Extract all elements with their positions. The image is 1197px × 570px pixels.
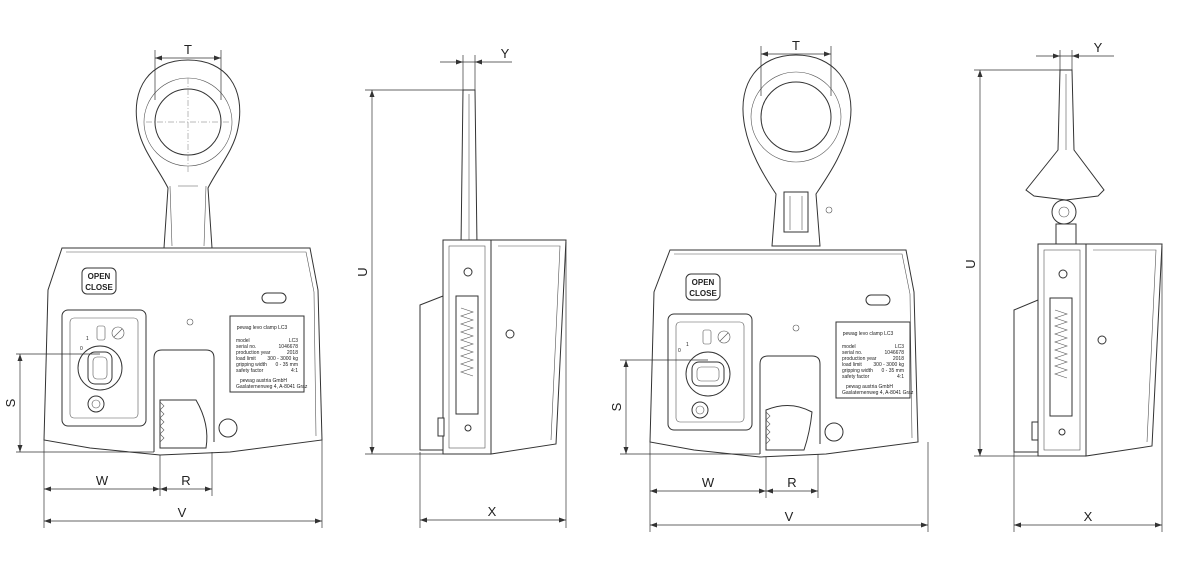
- dim-label-u: U: [355, 267, 370, 276]
- dim-label-r: R: [181, 473, 190, 488]
- dim-label-t-2: T: [792, 38, 800, 53]
- lever-mark-closed-2: 0: [678, 348, 681, 354]
- dim-label-v: V: [178, 505, 187, 520]
- dim-label-w: W: [96, 473, 109, 488]
- dim-label-t: T: [184, 42, 192, 57]
- dim-label-v-2: V: [785, 509, 794, 524]
- lever-mark-open: 1: [86, 336, 89, 342]
- svg-text:serial no.: serial no.: [842, 350, 862, 356]
- dim-label-u-2: U: [963, 259, 978, 268]
- svg-text:load limit: load limit: [236, 356, 256, 362]
- svg-text:0 - 35 mm: 0 - 35 mm: [275, 362, 298, 368]
- svg-text:model: model: [842, 344, 856, 350]
- lever-mark-open-2: 1: [686, 342, 689, 348]
- svg-text:gripping width: gripping width: [236, 362, 267, 368]
- side-jaw-2: [1085, 243, 1163, 457]
- svg-text:300 - 3000 kg: 300 - 3000 kg: [873, 362, 904, 368]
- svg-text:load limit: load limit: [842, 362, 862, 368]
- dimension-lines: T Y U X S W R V: [3, 38, 1163, 532]
- dim-label-y-2: Y: [1094, 40, 1103, 55]
- shackle-hole-open: [760, 81, 832, 153]
- side-view-closed: [419, 89, 567, 455]
- svg-text:4:1: 4:1: [291, 368, 298, 374]
- side-jaw: [490, 239, 567, 455]
- svg-text:Gaslaternenweg 4, A-8041 Graz: Gaslaternenweg 4, A-8041 Graz: [236, 384, 308, 390]
- data-plate: pewag levo clamp LC3 model LC3 serial no…: [229, 315, 308, 393]
- svg-text:serial no.: serial no.: [236, 344, 256, 350]
- close-label-2: CLOSE: [689, 289, 717, 298]
- svg-text:LC3: LC3: [895, 344, 904, 350]
- data-plate-2: pewag levo clamp LC3 model LC3 serial no…: [835, 321, 914, 399]
- svg-text:pewag austria GmbH: pewag austria GmbH: [240, 378, 287, 384]
- svg-text:model: model: [236, 338, 250, 344]
- plate-title: pewag levo clamp LC3: [237, 325, 288, 331]
- lever-mark-closed: 0: [80, 346, 83, 352]
- svg-text:Gaslaternenweg 4, A-8041 Graz: Gaslaternenweg 4, A-8041 Graz: [842, 390, 914, 396]
- svg-text:0 - 35 mm: 0 - 35 mm: [881, 368, 904, 374]
- close-label: CLOSE: [85, 283, 113, 292]
- open-close-button[interactable]: OPEN CLOSE: [81, 267, 117, 295]
- svg-text:gripping width: gripping width: [842, 368, 873, 374]
- open-close-button-2[interactable]: OPEN CLOSE: [685, 273, 721, 301]
- dim-label-s-2: S: [609, 402, 624, 411]
- dim-label-x: X: [488, 504, 497, 519]
- cam-segment: [159, 399, 208, 449]
- front-view-closed: OPEN CLOSE 0 1 pewag levo clamp LC3 mode…: [43, 59, 323, 456]
- handle-side: [1025, 69, 1105, 201]
- cam-segment-2: [765, 405, 813, 451]
- svg-text:pewag austria GmbH: pewag austria GmbH: [846, 384, 893, 390]
- svg-text:300 - 3000 kg: 300 - 3000 kg: [267, 356, 298, 362]
- svg-text:1046678: 1046678: [279, 344, 299, 350]
- dim-label-w-2: W: [702, 475, 715, 490]
- front-view-open: OPEN CLOSE 1 0 pewag levo clamp LC3 mode…: [649, 54, 919, 458]
- svg-text:1046678: 1046678: [885, 350, 905, 356]
- lift-bar: [783, 191, 809, 233]
- svg-text:production year: production year: [842, 356, 877, 362]
- dim-label-x-2: X: [1084, 509, 1093, 524]
- svg-text:2018: 2018: [893, 356, 904, 362]
- dim-label-s: S: [3, 398, 18, 407]
- side-view-open: [1013, 69, 1163, 457]
- svg-text:2018: 2018: [287, 350, 298, 356]
- slot: [261, 292, 287, 304]
- dim-label-r-2: R: [787, 475, 796, 490]
- dim-label-y: Y: [501, 46, 510, 61]
- plate-title-2: pewag levo clamp LC3: [843, 331, 894, 337]
- svg-text:safety factor: safety factor: [842, 374, 870, 380]
- svg-text:4:1: 4:1: [897, 374, 904, 380]
- open-label-2: OPEN: [692, 278, 715, 287]
- open-label: OPEN: [88, 272, 111, 281]
- svg-text:LC3: LC3: [289, 338, 298, 344]
- svg-text:safety factor: safety factor: [236, 368, 264, 374]
- svg-text:production year: production year: [236, 350, 271, 356]
